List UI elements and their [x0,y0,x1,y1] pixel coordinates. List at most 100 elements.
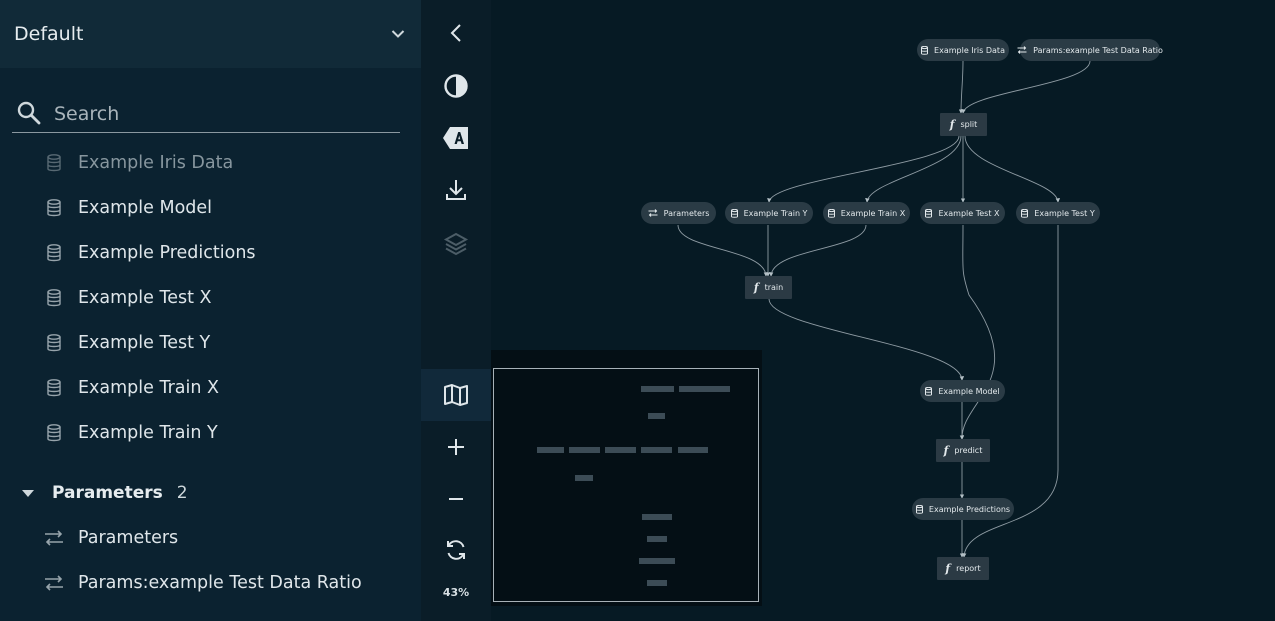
node-train[interactable]: f train [745,276,792,299]
minimap-viewport[interactable] [493,368,759,602]
minus-icon [449,498,463,500]
list-item-label: Example Train Y [78,423,218,443]
parameters-icon [44,528,64,548]
node-example-test-y[interactable]: Example Test Y [1016,202,1100,224]
database-icon [827,208,835,218]
node-label: Params:example Test Data Ratio [1033,45,1163,55]
database-icon [44,153,64,173]
sidebar: Default Example Iris Data Example Model … [0,0,421,621]
database-icon [44,198,64,218]
database-icon [44,288,64,308]
function-icon: f [753,281,759,294]
list-item-label: Example Test X [78,288,212,308]
minimap-toggle-button[interactable] [421,369,491,421]
node-label: train [764,283,784,292]
plus-icon [448,439,464,455]
node-label: Example Predictions [928,504,1011,514]
node-example-train-y[interactable]: Example Train Y [725,202,813,224]
database-icon [925,208,933,218]
database-icon [44,243,64,263]
minimap-node [575,475,593,481]
list-item-parameter[interactable]: Params:example Test Data Ratio [44,568,362,598]
chevron-left-icon [450,24,461,42]
node-split[interactable]: f split [940,113,987,136]
minimap-node [648,413,665,419]
node-label: Example Iris Data [934,45,1005,55]
list-item-label: Example Predictions [78,243,256,263]
minimap-node [639,558,675,564]
list-item-dataset[interactable]: Example Train X [44,373,219,403]
list-item-dataset[interactable]: Example Test X [44,283,212,313]
group-label: Parameters [52,483,163,503]
layers-button[interactable] [421,218,491,270]
minimap-node [647,580,667,586]
list-item-dataset[interactable]: Example Train Y [44,418,218,448]
pipeline-graph[interactable]: Example Iris Data Params:example Test Da… [491,0,1275,621]
edge [958,60,964,114]
minimap-node [569,447,600,453]
node-parameters[interactable]: Parameters [641,202,716,224]
contrast-icon [444,74,468,98]
list-item-dataset[interactable]: Example Predictions [44,238,256,268]
toolbar: 43% [421,0,491,621]
parameters-icon [44,573,64,593]
minimap-node [605,447,636,453]
database-icon [730,208,738,218]
refresh-icon [447,540,465,560]
list-item-dataset[interactable]: Example Model [44,193,212,223]
edge [961,60,1091,114]
search-input[interactable] [52,100,396,128]
node-label: Example Test X [938,208,1000,218]
pipeline-select[interactable]: Default [0,0,421,68]
node-label: report [956,564,981,573]
group-count: 2 [176,483,188,503]
list-item-label: Example Train X [78,378,220,398]
database-icon [44,333,64,353]
parameters-group-toggle[interactable]: Parameters 2 [22,478,188,508]
node-label: Example Test Y [1034,208,1095,218]
chevron-down-icon [391,30,405,38]
search-box [12,94,400,133]
node-example-test-x[interactable]: Example Test X [920,202,1005,224]
list-item-label: Example Test Y [78,333,211,353]
edge [964,135,1061,203]
toggle-labels-button[interactable] [421,112,491,164]
list-item-dataset[interactable]: Example Iris Data [44,148,233,178]
list-item-dataset[interactable]: Example Test Y [44,328,210,358]
zoom-out-button[interactable] [421,473,491,525]
parameters-icon [648,209,658,217]
export-button[interactable] [421,164,491,216]
minimap-node [679,386,730,392]
database-icon [44,423,64,443]
node-example-iris-data[interactable]: Example Iris Data [917,39,1009,61]
node-params-test-data-ratio[interactable]: Params:example Test Data Ratio [1017,39,1163,61]
graph-edges [677,60,1091,558]
download-icon [446,180,466,200]
zoom-in-button[interactable] [421,421,491,473]
node-label: Example Model [938,386,1000,396]
node-example-predictions[interactable]: Example Predictions [912,498,1014,520]
reset-zoom-button[interactable] [421,524,491,576]
function-icon: f [945,562,951,575]
minimap[interactable] [491,350,762,606]
node-label: split [960,120,978,129]
layers-icon [443,232,469,256]
minimap-node [537,447,564,453]
node-example-train-x[interactable]: Example Train X [823,202,910,224]
list-item-label: Params:example Test Data Ratio [78,573,362,593]
node-predict[interactable]: f predict [936,439,990,462]
database-icon [1021,208,1029,218]
theme-toggle-button[interactable] [421,60,491,112]
list-item-parameter[interactable]: Parameters [44,523,178,553]
node-label: Example Train Y [743,208,808,218]
edge [961,225,1059,558]
edge [768,298,965,381]
node-example-model[interactable]: Example Model [920,380,1005,402]
node-label: predict [954,446,983,455]
collapse-sidebar-button[interactable] [421,7,491,59]
node-report[interactable]: f report [937,557,989,580]
node-label: Parameters [663,208,710,218]
minimap-node [647,536,667,542]
list-item-label: Parameters [78,528,179,548]
minimap-node [641,386,674,392]
